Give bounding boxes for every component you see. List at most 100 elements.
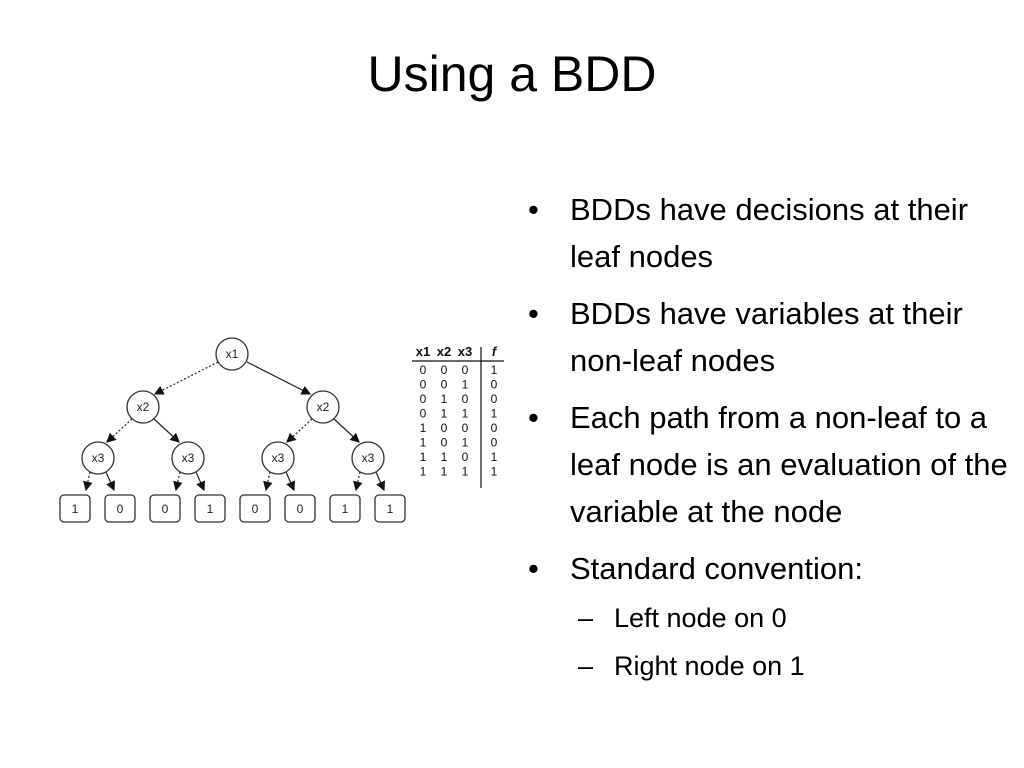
truth-table-cell: 0	[420, 378, 427, 392]
truth-table-cell: 0	[420, 363, 427, 377]
node-x3-3: x3	[261, 441, 295, 475]
leaf-5-label: 0	[252, 502, 259, 516]
leaf-7: 1	[329, 494, 361, 523]
truth-table-cell: 1	[462, 436, 469, 450]
node-x2-right-label: x2	[317, 400, 330, 414]
truth-table-cell: 0	[420, 407, 427, 421]
truth-table-cell: 0	[441, 378, 448, 392]
truth-table-cell: 0	[441, 436, 448, 450]
leaf-3-label: 0	[162, 502, 169, 516]
node-x2-right: x2	[306, 390, 340, 424]
edge-x2a-x3a	[106, 418, 133, 443]
truth-table-cell: 1	[462, 465, 469, 479]
node-x2-left-label: x2	[137, 400, 150, 414]
edge-x3b-leaf4	[195, 471, 205, 492]
truth-table-cell: 1	[491, 450, 498, 464]
node-x3-1: x3	[81, 441, 115, 475]
node-x3-4-label: x3	[362, 451, 375, 465]
truth-table-header-x3: x3	[458, 344, 472, 359]
truth-table-cell: 0	[491, 421, 498, 435]
bullet-dot: •	[528, 296, 539, 331]
bullet-dot: •	[528, 551, 539, 586]
leaf-2: 0	[104, 494, 136, 523]
bullet-dot: •	[528, 192, 539, 227]
sub-bullet-dash: –	[578, 651, 594, 681]
truth-table-cell: 1	[420, 465, 427, 479]
truth-table-header-f: f	[492, 344, 498, 359]
leaf-4-label: 1	[207, 502, 214, 516]
leaf-7-label: 1	[342, 502, 349, 516]
edge-x1-x2-right	[246, 361, 312, 395]
leaf-6: 0	[284, 494, 316, 523]
truth-table-cell: 1	[491, 407, 498, 421]
bullet-item: • Each path from a non-leaf to a leaf nod…	[528, 394, 1008, 535]
truth-table-cell: 0	[491, 392, 498, 406]
sub-bullet-text: Left node on 0	[614, 603, 787, 633]
leaf-5: 0	[239, 494, 271, 523]
leaf-1-label: 1	[72, 502, 79, 516]
truth-table-cell: 0	[420, 392, 427, 406]
truth-table-cell: 1	[420, 450, 427, 464]
node-x2-left: x2	[126, 390, 160, 424]
bdd-diagram: x1 x2 x2 x3 x3 x3 x3 1 0 0 1 0 0 1 1 x1 …	[59, 337, 504, 523]
edge-x3d-leaf8	[375, 471, 385, 492]
truth-table-cell: 0	[462, 421, 469, 435]
bullet-item: • BDDs have variables at their non-leaf n…	[528, 290, 1008, 384]
truth-table-cell: 0	[491, 378, 498, 392]
bullet-text: Each path from a non-leaf to a leaf node…	[570, 400, 1008, 529]
node-x1: x1	[215, 337, 249, 371]
node-x3-1-label: x3	[92, 451, 105, 465]
edge-x3a-leaf1	[83, 471, 93, 492]
truth-table-cell: 0	[491, 436, 498, 450]
truth-table-cell: 0	[462, 450, 469, 464]
bullet-item: • BDDs have decisions at their leaf nodes	[528, 186, 1008, 280]
node-x3-3-label: x3	[272, 451, 285, 465]
leaf-8: 1	[374, 494, 406, 523]
leaf-2-label: 0	[117, 502, 124, 516]
edge-x2b-x3d	[333, 418, 360, 443]
edge-x3b-leaf3	[173, 471, 183, 492]
truth-table-cell: 1	[420, 436, 427, 450]
node-x3-4: x3	[351, 441, 385, 475]
node-x3-2-label: x3	[182, 451, 195, 465]
bullet-text: BDDs have decisions at their leaf nodes	[570, 192, 969, 274]
truth-table-cell: 1	[420, 421, 427, 435]
sub-bullet-dash: –	[578, 603, 594, 633]
edge-x3d-leaf7	[353, 471, 363, 492]
truth-table-cell: 1	[441, 450, 448, 464]
bullet-text: BDDs have variables at their non-leaf no…	[570, 296, 963, 378]
leaf-6-label: 0	[297, 502, 304, 516]
truth-table-header-x1: x1	[416, 344, 430, 359]
bullet-dot: •	[528, 400, 539, 435]
leaf-3: 0	[149, 494, 181, 523]
truth-table-cell: 1	[491, 363, 498, 377]
sub-bullet-item: –Left node on 0	[528, 594, 1008, 642]
leaf-4: 1	[194, 494, 226, 523]
sub-bullet-text: Right node on 1	[614, 651, 805, 681]
truth-table-cell: 1	[441, 407, 448, 421]
edge-x3c-leaf5	[263, 471, 273, 492]
bullet-item: • Standard convention:	[528, 545, 1008, 592]
truth-table-cell: 1	[462, 378, 469, 392]
truth-table-cell: 0	[462, 392, 469, 406]
edge-x3a-leaf2	[105, 471, 115, 492]
truth-table-cell: 0	[462, 363, 469, 377]
node-x3-2: x3	[171, 441, 205, 475]
truth-table-cell: 0	[441, 421, 448, 435]
truth-table-cell: 1	[462, 407, 469, 421]
edge-x2b-x3c	[286, 418, 313, 443]
truth-table-header-x2: x2	[437, 344, 451, 359]
edge-x1-x2-left	[153, 361, 219, 395]
truth-table-cell: 0	[441, 363, 448, 377]
truth-table-cell: 1	[441, 392, 448, 406]
leaf-1: 1	[59, 494, 91, 523]
bullet-text: Standard convention:	[570, 551, 863, 586]
leaf-8-label: 1	[387, 502, 394, 516]
slide-title: Using a BDD	[367, 46, 657, 102]
edge-x3c-leaf6	[285, 471, 295, 492]
edge-x2a-x3b	[153, 418, 180, 443]
node-x1-label: x1	[226, 347, 239, 361]
truth-table-cell: 1	[441, 465, 448, 479]
